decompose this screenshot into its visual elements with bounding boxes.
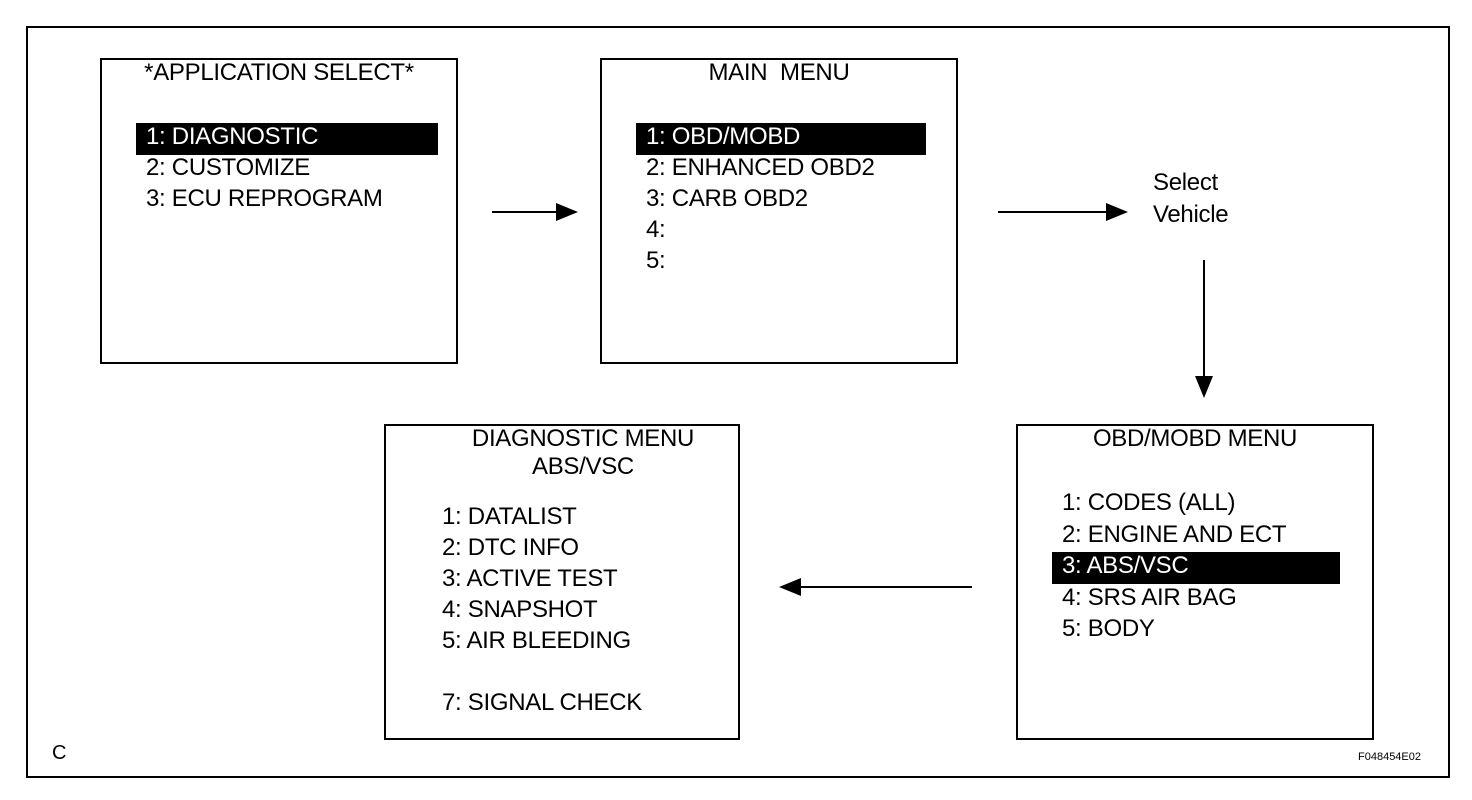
menu-item[interactable]: 3: ACTIVE TEST [442, 565, 618, 592]
arrow-line [800, 586, 972, 588]
menu-item[interactable]: 5: BODY [1062, 615, 1155, 642]
menu-item[interactable]: 1: CODES (ALL) [1062, 489, 1236, 516]
figure-code: F048454E02 [1358, 751, 1421, 763]
menu-item[interactable]: 1: DATALIST [442, 503, 577, 530]
main-menu-screen [600, 58, 958, 364]
select-vehicle-line-1: Select [1153, 169, 1218, 196]
menu-item[interactable]: 2: ENHANCED OBD2 [646, 154, 875, 181]
diagnostic-menu-title: ABS/VSC [532, 453, 634, 480]
arrow-line [998, 211, 1108, 213]
arrow-line [1203, 260, 1205, 378]
select-vehicle-line-2: Vehicle [1153, 201, 1229, 228]
arrow-left-icon [779, 578, 801, 596]
figure-frame [26, 26, 1450, 778]
menu-item[interactable]: 1: OBD/MOBD [646, 123, 801, 150]
main-menu-selection-highlight [636, 123, 926, 155]
application-select-selection-highlight [136, 123, 438, 155]
menu-item[interactable]: 2: ENGINE AND ECT [1062, 520, 1287, 548]
application-select-screen [100, 58, 458, 364]
obd-mobd-menu-title: OBD/MOBD MENU [1092, 425, 1298, 452]
arrow-right-icon [556, 203, 578, 221]
menu-item[interactable]: 5: AIR BLEEDING [442, 627, 631, 654]
application-select-title: *APPLICATION SELECT* [144, 59, 414, 86]
arrow-down-icon [1195, 376, 1213, 398]
menu-item[interactable]: 2: DTC INFO [442, 534, 579, 561]
menu-item[interactable]: 3: ABS/VSC [1062, 552, 1189, 579]
arrow-line [492, 211, 558, 213]
menu-item[interactable]: 3: ECU REPROGRAM [146, 185, 383, 212]
menu-item[interactable]: 3: CARB OBD2 [646, 185, 808, 212]
main-menu-title: MAIN MENU [708, 59, 850, 86]
arrow-right-icon [1106, 203, 1128, 221]
corner-label: C [52, 742, 67, 764]
menu-item[interactable]: 4: [646, 216, 666, 243]
obd-mobd-menu-selection-highlight [1052, 552, 1340, 584]
menu-item[interactable]: 5: [646, 247, 666, 274]
menu-item[interactable]: 4: SNAPSHOT [442, 596, 598, 623]
menu-item[interactable]: 2: CUSTOMIZE [146, 154, 310, 181]
diagnostic-menu-screen [384, 424, 740, 740]
diagnostic-menu-title: DIAGNOSTIC MENU [471, 425, 695, 452]
menu-item[interactable]: 7: SIGNAL CHECK [442, 689, 643, 716]
menu-item[interactable]: 4: SRS AIR BAG [1062, 583, 1237, 611]
menu-item[interactable]: 1: DIAGNOSTIC [146, 123, 319, 150]
